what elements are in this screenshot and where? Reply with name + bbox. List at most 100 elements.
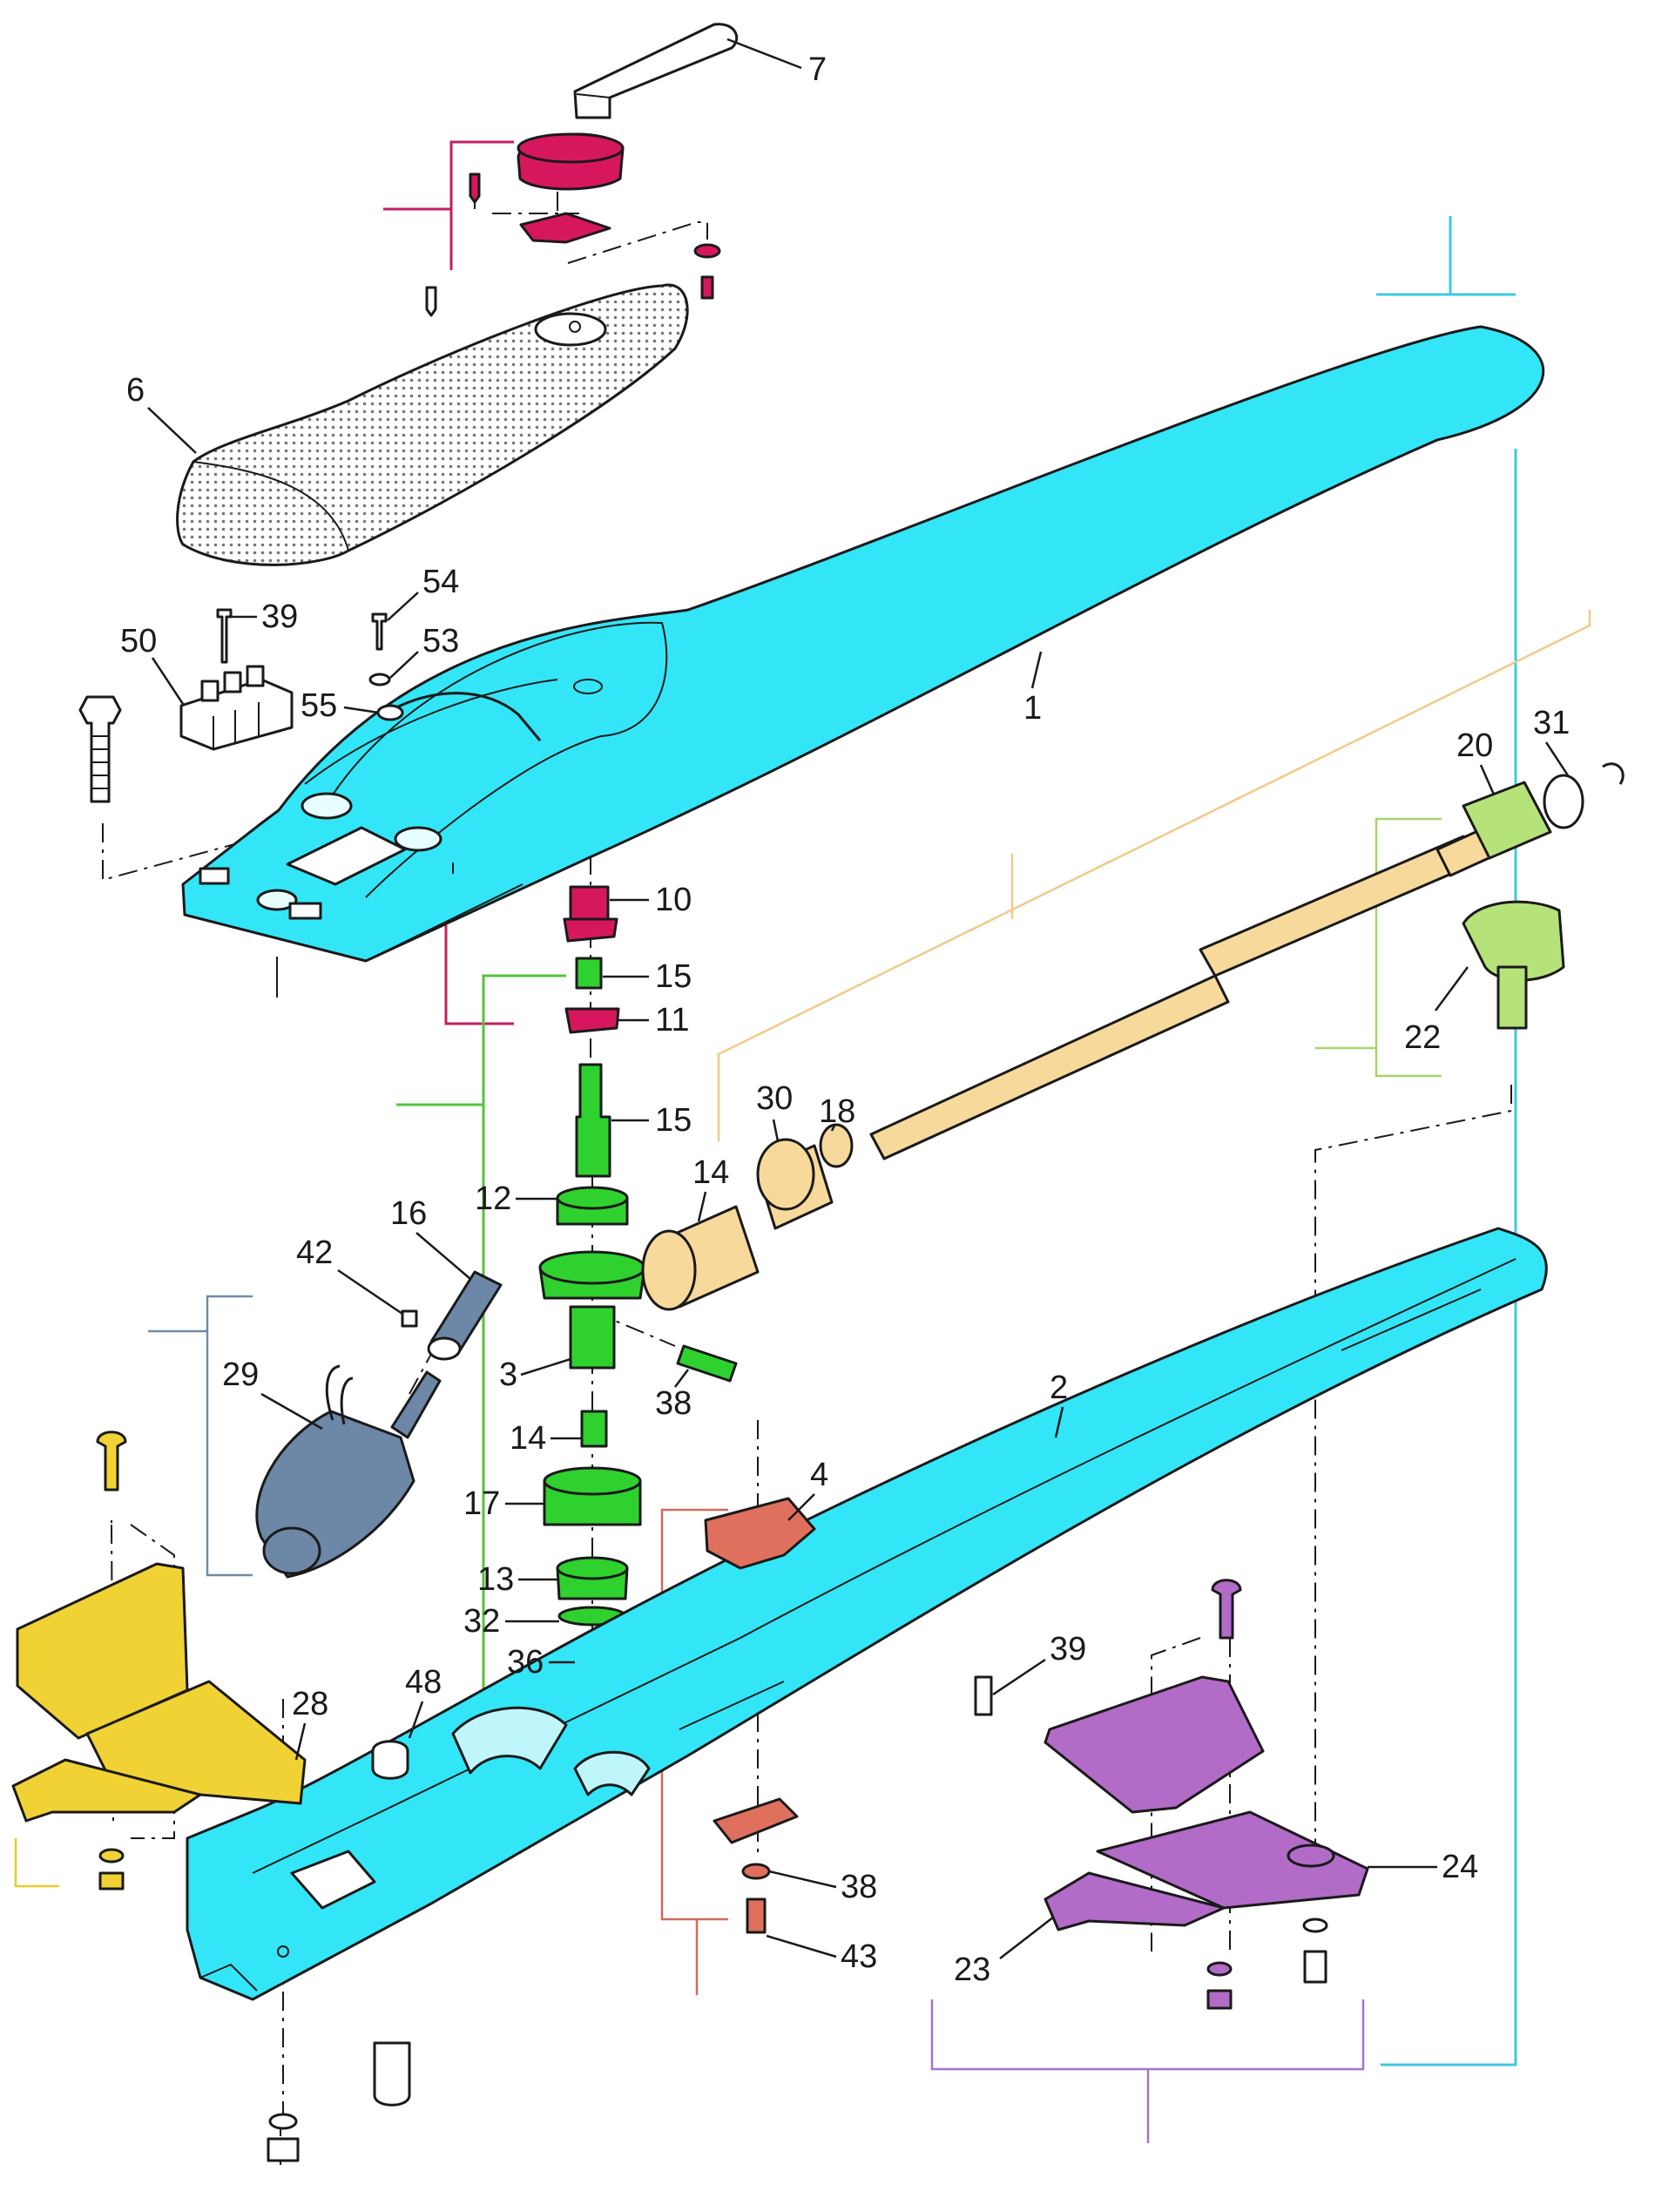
left-mounting-bracket (11, 1431, 307, 1891)
upper-housing-cable-channel (304, 679, 558, 874)
group-line-gear-train (396, 974, 575, 1701)
callout-label-31: 36 (507, 1644, 544, 1681)
callout-label-39: 39 (1050, 1631, 1086, 1667)
motor-leads (325, 1364, 354, 1425)
callout-label-1: 1 (1023, 690, 1042, 727)
callout-label-43: 43 (841, 1938, 877, 1975)
callout-label-32: 38 (655, 1385, 692, 1422)
group-line-right-bracket (930, 1999, 1365, 2143)
callout-label-3: 3 (499, 1356, 517, 1393)
callout-leader-50 (151, 657, 185, 705)
upper-housing-body (181, 325, 1545, 963)
callout-label-26: 28 (292, 1686, 328, 1722)
foot-nut (371, 1740, 409, 1780)
right-bracket-upright (1044, 1675, 1265, 1814)
end-clip (1602, 762, 1625, 785)
release-pin (700, 275, 714, 300)
callout-label-18: 16 (390, 1195, 427, 1232)
pivot-nut (267, 2137, 300, 2162)
callout-leader-42 (337, 1268, 403, 1316)
callout-label-4: 4 (810, 1457, 828, 1493)
pivot-washer (268, 2113, 298, 2130)
electrical-parts (78, 608, 542, 803)
lead-screw-front (869, 974, 1230, 1160)
upper-housing-boss-1 (301, 792, 353, 820)
release-mechanism (425, 132, 721, 317)
right-bracket-pivot (1287, 1843, 1335, 1868)
motor-assembly (255, 1270, 503, 1579)
cover-screw (425, 286, 437, 317)
upper-housing-ridge (330, 621, 668, 898)
callout-label-11: 11 (655, 1002, 689, 1038)
release-key-body (573, 23, 739, 119)
terminal-screw-c (246, 665, 265, 687)
callout-leader-28 (772, 1119, 780, 1142)
callout-label-27: 29 (222, 1356, 259, 1393)
callout-label-23: 22 (1404, 1019, 1441, 1056)
axis-bolt-housing (102, 823, 271, 882)
callout-leader-39 (992, 1658, 1046, 1696)
callout-label-17: 15 (655, 1102, 692, 1139)
axis-release-screw-right (567, 221, 708, 264)
key-pin (676, 1344, 738, 1383)
callout-leader-14 (697, 1191, 707, 1222)
axis-nut-bracket (1314, 1085, 1512, 1882)
left-bracket-upright (16, 1562, 189, 1740)
callout-label-19: 17 (463, 1485, 500, 1522)
callout-label-15: 15 (655, 958, 692, 995)
callout-leader-53 (389, 651, 419, 679)
callout-label-25: 24 (1442, 1849, 1478, 1885)
group-line-screw (717, 610, 1591, 1141)
bushing-upper-top (556, 1186, 629, 1210)
motor-end-cap (262, 1526, 321, 1575)
pinion-flange (563, 917, 618, 943)
earth-cable-lug (376, 704, 404, 721)
right-bracket-nut (1206, 1989, 1233, 2010)
earth-washer (368, 673, 391, 687)
right-bracket-washer-a (1206, 1961, 1233, 1977)
callout-label-50: 50 (120, 623, 157, 660)
group-line-release (383, 140, 514, 1025)
group-line-nut (1315, 817, 1442, 1078)
bushing-lower-top (556, 1556, 629, 1580)
callout-leader-43 (766, 1934, 837, 1958)
callout-leader-48 (408, 1701, 424, 1739)
mechanical-stop (704, 1497, 816, 1934)
right-bracket-base (1044, 1871, 1226, 1931)
release-washer (693, 243, 721, 259)
stop-washer (741, 1863, 771, 1880)
lower-housing-inner-rim (252, 1258, 1517, 1874)
lower-housing-body (186, 1227, 1548, 2001)
cover (176, 283, 689, 566)
right-bracket-washer-b (1302, 1918, 1328, 1933)
earth-screw (371, 612, 388, 651)
earth-cable (382, 692, 542, 741)
callout-label-6: 6 (126, 372, 145, 409)
callout-label-7: 7 (808, 51, 827, 88)
callout-leader-38 (768, 1870, 837, 1889)
stop-screw (746, 1897, 767, 1934)
right-bracket-carriage-bolt (1211, 1579, 1242, 1640)
callout-leader-22 (1479, 764, 1496, 795)
callout-leader-1 (1030, 651, 1043, 689)
screw-washer (819, 1123, 854, 1168)
callout-label-22: 20 (1456, 727, 1493, 764)
callout-label-54: 54 (422, 564, 459, 600)
callout-label-36: 39 (261, 599, 298, 635)
callout-leader-3 (520, 1357, 571, 1377)
drive-shaft (575, 1063, 611, 1178)
lead-screw-rear (1199, 835, 1479, 977)
callout-label-10: 10 (655, 882, 692, 918)
misc-fasteners (267, 1675, 993, 2162)
lower-housing-front-edge (199, 1963, 258, 1992)
spring-upper (575, 957, 603, 990)
screw-nut (1462, 781, 1552, 860)
callout-label-13: 13 (477, 1561, 514, 1598)
callout-label-29: 31 (1533, 705, 1570, 741)
callout-label-12: 12 (475, 1180, 511, 1217)
callout-leader-55 (343, 706, 380, 714)
callout-label-24: 23 (954, 1952, 990, 1988)
upper-housing-vent-1 (199, 867, 230, 885)
callout-leader-32 (674, 1369, 689, 1388)
callout-label-53: 53 (422, 623, 459, 660)
